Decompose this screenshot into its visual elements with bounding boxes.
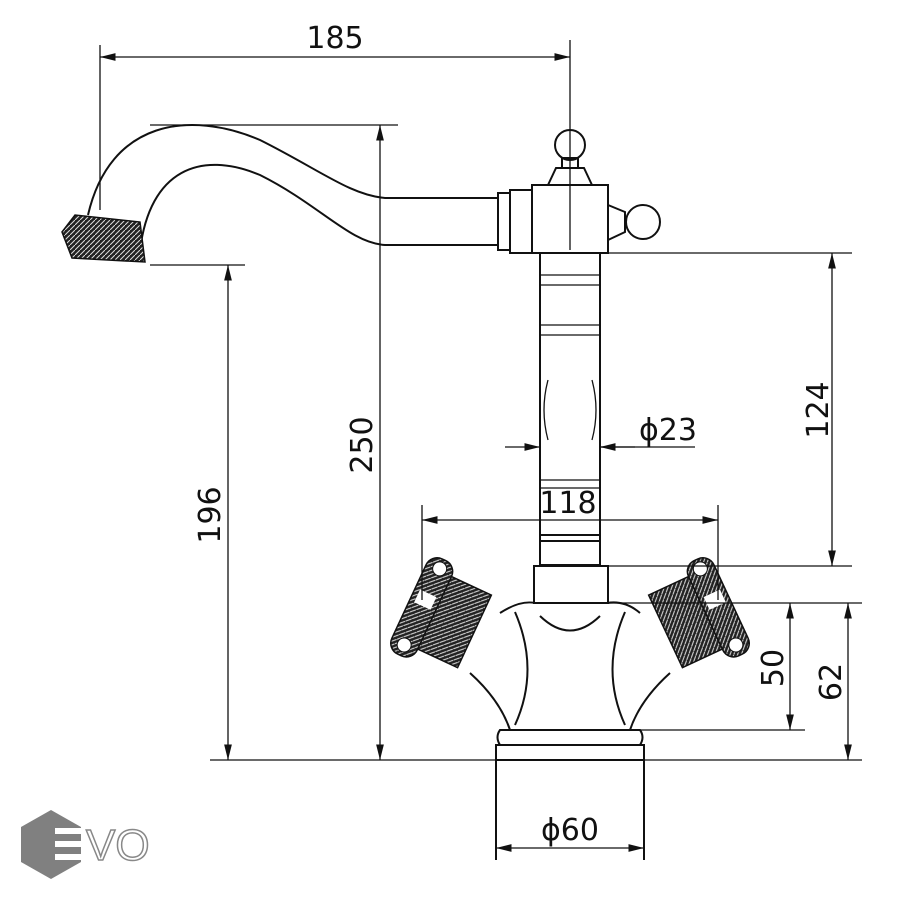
dim-label-handle-height-62: 62: [814, 663, 849, 701]
dimension-lines: [100, 53, 852, 852]
dim-label-spout-reach: 185: [306, 21, 363, 56]
dim-label-handle-height-50: 50: [756, 649, 791, 687]
faucet-outline: [61, 123, 750, 860]
dim-label-spout-height: 196: [193, 486, 228, 543]
extension-lines: [99, 40, 862, 761]
dim-label-handle-span: 118: [539, 486, 596, 521]
dim-label-column-height: 124: [801, 381, 836, 438]
logo-text: VO: [86, 821, 150, 870]
left-handle: [390, 557, 493, 669]
dim-label-column-diameter: ϕ23: [639, 413, 697, 448]
dim-label-base-diameter: ϕ60: [541, 813, 599, 848]
evo-logo: VO: [21, 810, 150, 879]
right-handle: [647, 557, 750, 669]
dim-label-total-height: 250: [345, 416, 380, 473]
